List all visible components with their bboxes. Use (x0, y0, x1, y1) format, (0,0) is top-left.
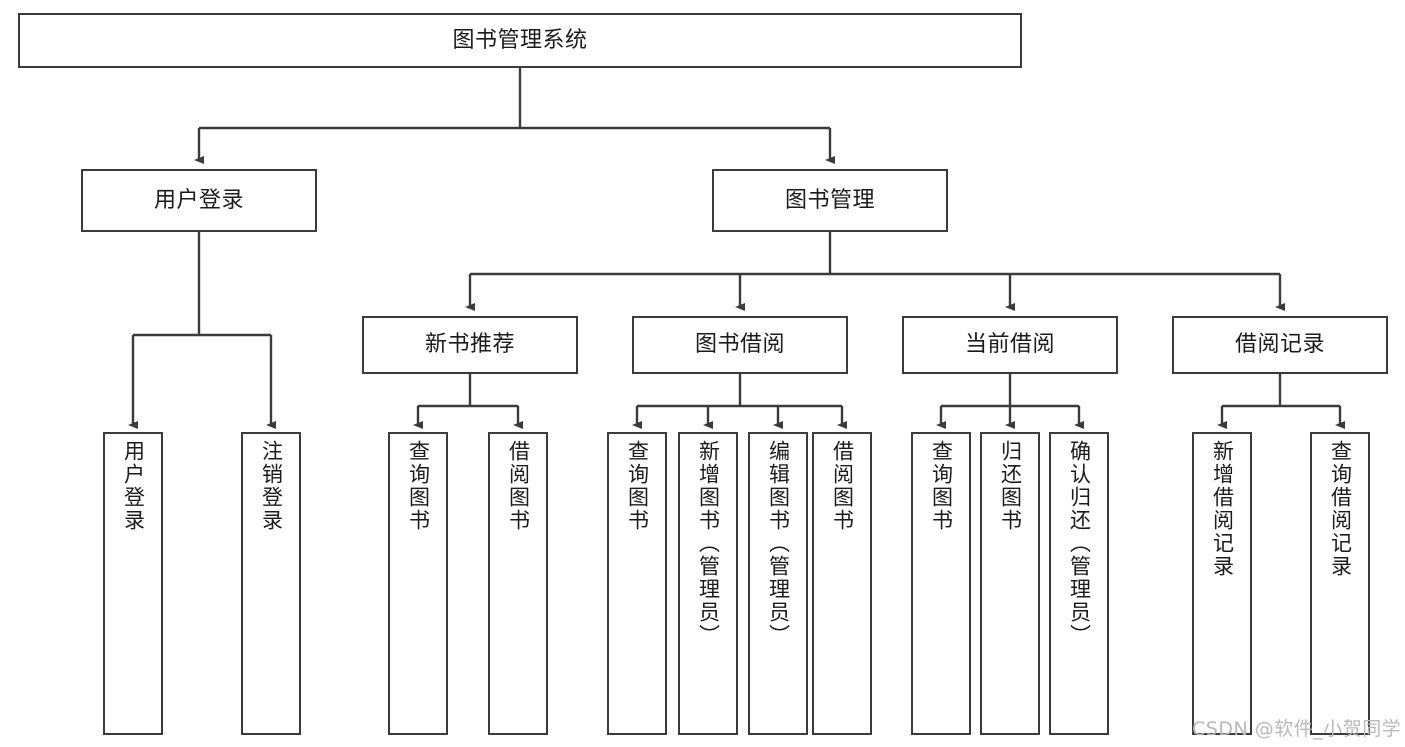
node-book-borrow[interactable]: 图书借阅 (632, 316, 848, 374)
leaf-query-book-recommend[interactable]: 查询图书 (388, 432, 448, 735)
leaf-add-borrow-record[interactable]: 新增借阅记录 (1192, 432, 1252, 735)
node-label: 注销登录 (259, 440, 284, 532)
node-label: 新书推荐 (424, 332, 515, 358)
node-root-system[interactable]: 图书管理系统 (18, 13, 1022, 68)
leaf-return-book[interactable]: 归还图书 (980, 432, 1040, 735)
node-user-login[interactable]: 用户登录 (81, 169, 317, 232)
watermark-text: CSDN @软件_小贺同学 (1192, 718, 1402, 740)
leaf-user-login[interactable]: 用户登录 (103, 432, 163, 735)
leaf-confirm-return-admin[interactable]: 确认归还（管理员） (1049, 432, 1109, 735)
node-label: 当前借阅 (964, 332, 1055, 358)
node-label: 用户登录 (121, 440, 146, 532)
node-label: 新增借阅记录 (1210, 440, 1235, 578)
node-label: 图书借阅 (694, 332, 785, 358)
leaf-add-book-admin[interactable]: 新增图书（管理员） (678, 432, 738, 735)
node-label: 编辑图书（管理员） (766, 440, 791, 647)
leaf-edit-book-admin[interactable]: 编辑图书（管理员） (748, 432, 808, 735)
node-label: 借阅记录 (1234, 332, 1325, 358)
leaf-borrow-book[interactable]: 借阅图书 (812, 432, 872, 735)
node-label: 用户登录 (153, 187, 244, 213)
node-label: 图书管理 (784, 187, 875, 213)
node-label: 确认归还（管理员） (1067, 440, 1092, 647)
node-new-book-recommend[interactable]: 新书推荐 (362, 316, 578, 374)
node-label: 归还图书 (998, 440, 1023, 532)
leaf-logout[interactable]: 注销登录 (241, 432, 301, 735)
node-book-management[interactable]: 图书管理 (712, 169, 948, 232)
node-label: 查询图书 (929, 440, 954, 532)
node-label: 查询图书 (406, 440, 431, 532)
node-borrow-records[interactable]: 借阅记录 (1172, 316, 1388, 374)
node-current-borrow[interactable]: 当前借阅 (902, 316, 1118, 374)
leaf-borrow-book-recommend[interactable]: 借阅图书 (488, 432, 548, 735)
node-label: 借阅图书 (830, 440, 855, 532)
node-label: 新增图书（管理员） (696, 440, 721, 647)
leaf-query-book-borrow[interactable]: 查询图书 (607, 432, 667, 735)
node-label: 查询借阅记录 (1328, 440, 1353, 578)
node-label: 图书管理系统 (452, 27, 588, 53)
leaf-query-borrow-record[interactable]: 查询借阅记录 (1310, 432, 1370, 735)
node-label: 查询图书 (625, 440, 650, 532)
node-label: 借阅图书 (506, 440, 531, 532)
leaf-query-book-current[interactable]: 查询图书 (911, 432, 971, 735)
